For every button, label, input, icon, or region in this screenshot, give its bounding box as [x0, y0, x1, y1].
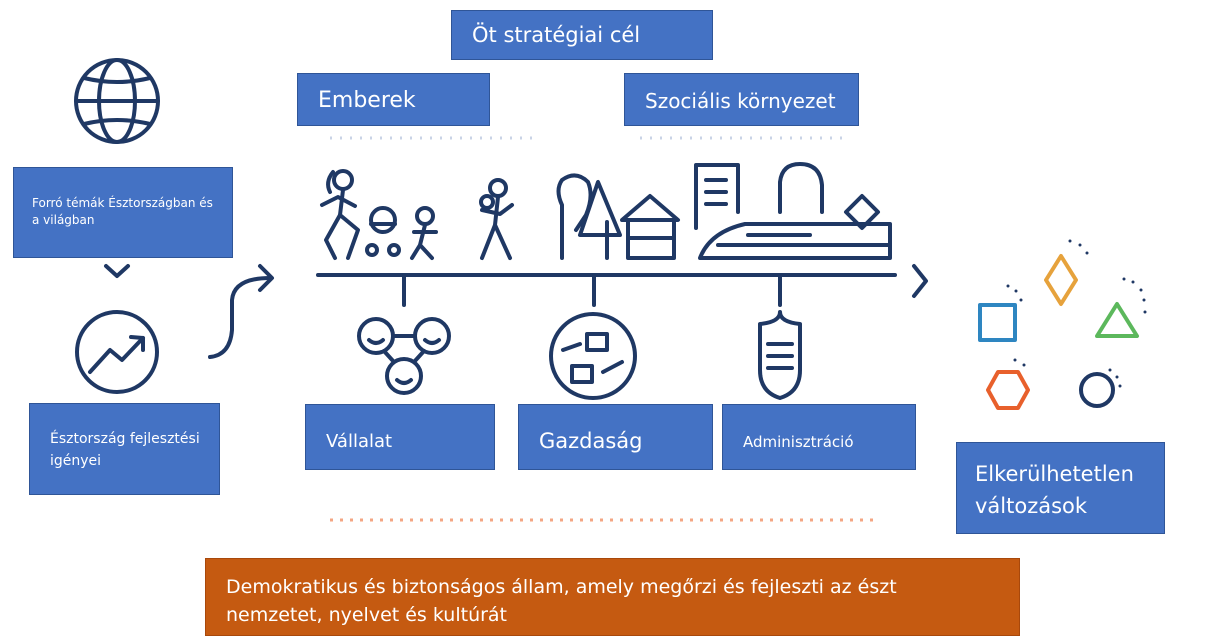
economy-label: Gazdaság — [518, 404, 713, 470]
administration-label: Adminisztráció — [722, 404, 916, 470]
people-label: Emberek — [297, 73, 490, 126]
company-label: Vállalat — [305, 404, 495, 470]
chevron-right-icon — [912, 264, 928, 298]
estonia-needs-label: Észtország fejlesztési igényei — [29, 403, 220, 495]
trend-chart-icon — [75, 310, 159, 394]
exchange-packages-icon — [549, 312, 637, 400]
colored-shapes-icon — [978, 239, 1147, 410]
city-train-icon — [694, 162, 892, 260]
strategic-goals-title: Öt stratégiai cél — [451, 10, 713, 60]
people-family-icon — [320, 169, 514, 260]
smiley-network-icon — [357, 317, 451, 395]
chevron-down-icon — [104, 264, 130, 278]
bottom-goal-banner: Demokratikus és biztonságos állam, amely… — [205, 558, 1020, 636]
hot-topics-label: Forró témák Észtországban és a világban — [13, 167, 233, 258]
nature-house-icon — [556, 173, 680, 260]
inevitable-changes-label: Elkerülhetetlen változások — [956, 442, 1165, 534]
curve-arrow-icon — [208, 264, 274, 359]
shield-document-icon — [758, 310, 802, 400]
globe-icon — [74, 58, 160, 144]
social-environment-label: Szociális környezet — [624, 73, 859, 126]
